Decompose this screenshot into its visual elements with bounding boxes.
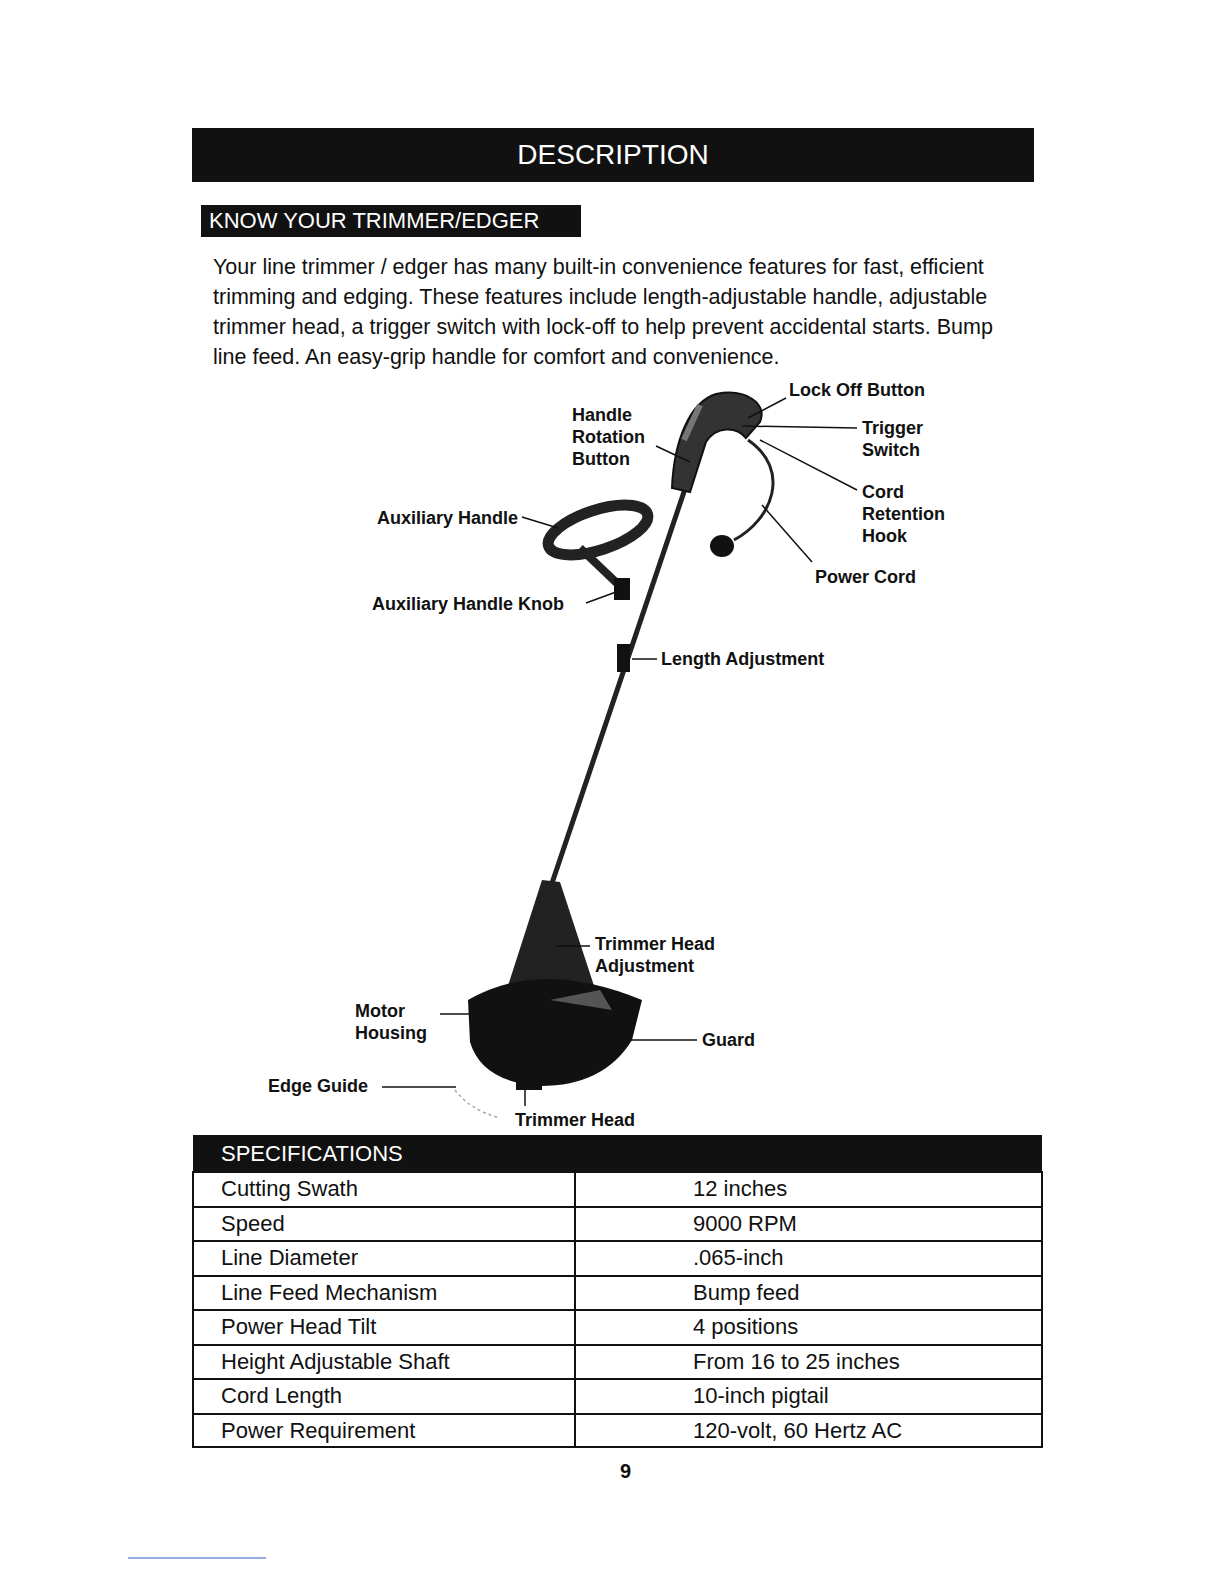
spec-name: Line Feed Mechanism <box>221 1280 437 1306</box>
spec-value: .065-inch <box>693 1245 784 1271</box>
part-label: Trimmer Head <box>515 1109 635 1131</box>
handle-grip <box>684 405 700 440</box>
section-band: SPECIFICATIONS <box>193 1135 1042 1172</box>
edge-guide <box>455 1090 500 1118</box>
spec-name: Cutting Swath <box>221 1176 358 1202</box>
leader-lines <box>382 398 857 1106</box>
part-label: Length Adjustment <box>661 648 824 670</box>
intro-paragraph: Your line trimmer / edger has many built… <box>213 252 1013 372</box>
aux-handle-knob <box>614 578 630 600</box>
trimmer-head-adjustment <box>550 990 612 1010</box>
section-band: KNOW YOUR TRIMMER/EDGER <box>201 205 581 237</box>
part-label: Trimmer Head Adjustment <box>595 933 765 977</box>
main-handle <box>672 393 762 492</box>
part-label: Auxiliary Handle Knob <box>372 593 564 615</box>
spec-name: Power Requirement <box>221 1418 415 1444</box>
spec-name: Line Diameter <box>221 1245 358 1271</box>
spec-value: From 16 to 25 inches <box>693 1349 900 1375</box>
title-bar: DESCRIPTION <box>192 128 1034 182</box>
guard <box>468 979 642 1086</box>
part-label: Handle Rotation Button <box>572 404 654 470</box>
spec-value: 9000 RPM <box>693 1211 797 1237</box>
section-heading: KNOW YOUR TRIMMER/EDGER <box>209 205 539 237</box>
spec-value: 120-volt, 60 Hertz AC <box>693 1418 902 1444</box>
spec-value: 12 inches <box>693 1176 787 1202</box>
part-label: Trigger Switch <box>862 417 942 461</box>
page-title: DESCRIPTION <box>517 139 708 170</box>
spec-name: Cord Length <box>221 1383 342 1409</box>
part-label: Motor Housing <box>355 1000 440 1044</box>
spec-value: Bump feed <box>693 1280 799 1306</box>
part-label: Auxiliary Handle <box>377 507 518 529</box>
spec-table-grid <box>193 1172 1042 1447</box>
spec-value: 10-inch pigtail <box>693 1383 829 1409</box>
part-label: Edge Guide <box>268 1075 368 1097</box>
spec-name: Speed <box>221 1211 285 1237</box>
page-rule <box>128 1558 266 1559</box>
section-heading: SPECIFICATIONS <box>221 1135 403 1172</box>
cord-plug <box>710 535 734 557</box>
trimmer-head <box>516 1062 542 1090</box>
spec-value: 4 positions <box>693 1314 798 1340</box>
page-number: 9 <box>620 1460 631 1483</box>
length-adjustment <box>617 644 630 672</box>
spec-name: Height Adjustable Shaft <box>221 1349 450 1375</box>
spec-name: Power Head Tilt <box>221 1314 376 1340</box>
part-label: Guard <box>702 1029 755 1051</box>
part-label: Cord Retention Hook <box>862 481 962 547</box>
part-label: Power Cord <box>815 566 916 588</box>
auxiliary-handle <box>542 495 653 565</box>
power-cord <box>734 440 773 540</box>
part-label: Lock Off Button <box>789 379 925 401</box>
